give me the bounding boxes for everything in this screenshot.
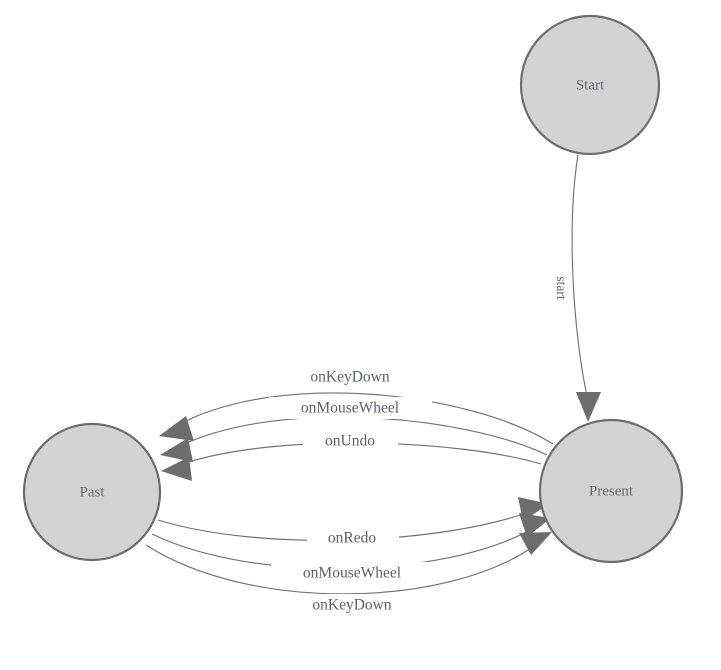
node-start-circle [519,14,661,156]
edge-label-present-to-past-wheel-text: onMouseWheel [301,400,399,417]
edge-label-present-to-past-undo-backdrop [303,430,398,452]
edge-label-present-to-past-wheel: onMouseWheel [269,397,432,419]
edge-label-past-to-present-wheel-text: onMouseWheel [303,565,401,582]
edge-path-present-to-past-key [177,392,554,445]
edge-label-past-to-present-key: onKeyDown [283,594,422,616]
arrowhead-present-to-past-key [159,416,194,441]
edge-label-present-to-past-key-text: onKeyDown [310,369,389,386]
node-past-circle [22,422,162,562]
edge-label-past-to-present-key-text: onKeyDown [312,597,391,614]
edge-label-present-to-past-wheel-backdrop [269,397,432,419]
arrowhead-present-to-past-wheel [160,438,193,462]
edge-present-to-past-key[interactable] [159,392,554,445]
edge-label-past-to-present-redo-backdrop [307,527,399,549]
edge-label-past-to-present-key-backdrop [283,594,422,616]
edge-label-past-to-present-wheel-backdrop [271,562,434,584]
edge-label-present-to-past-key: onKeyDown [281,366,420,388]
edge-label-past-to-present-redo-text: onRedo [328,530,376,547]
arrowhead-past-to-present-key [519,532,552,555]
arrowhead-past-to-present-wheel [519,513,551,537]
edge-label-past-to-present-wheel: onMouseWheel [271,562,434,584]
arrowhead-start-to-present [576,392,601,422]
edge-past-to-present-key[interactable] [145,532,552,595]
edge-label-past-to-present-redo: onRedo [307,527,399,549]
edge-label-present-to-past-undo-text: onUndo [325,433,375,450]
node-present-circle [538,418,684,564]
node-past[interactable]: Past [22,422,162,562]
edge-path-past-to-present-key [145,544,535,595]
edge-label-present-to-past-undo: onUndo [303,430,398,452]
node-present-label: Present [589,483,634,499]
edge-label-present-to-past-key-backdrop [281,366,420,388]
arrowhead-present-to-past-undo [161,457,192,481]
node-present[interactable]: Present [538,418,684,564]
edge-path-start-to-present [571,154,589,401]
node-start-label: Start [576,77,605,93]
edge-label-start: start [548,262,569,314]
node-past-label: Past [79,484,105,500]
node-start[interactable]: Start [519,14,661,156]
edge-label-start-backdrop [548,262,567,314]
edge-label-start-text: start [554,276,569,299]
edge-start-to-present[interactable] [571,154,601,422]
